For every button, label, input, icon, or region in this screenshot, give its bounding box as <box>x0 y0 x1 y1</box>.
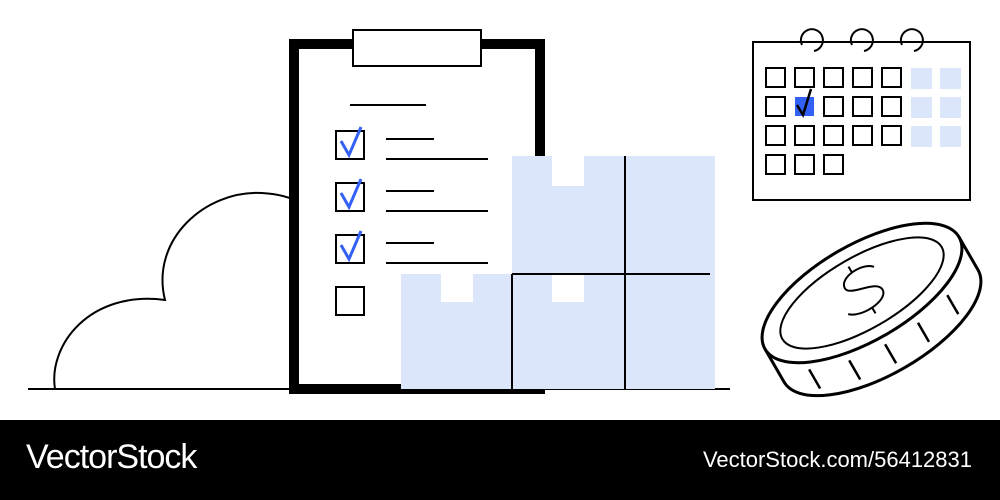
calendar-day-cell <box>940 126 961 147</box>
calendar-day-cell <box>765 96 786 117</box>
checklist-item-checked <box>335 126 488 160</box>
box-stack <box>401 156 715 389</box>
calendar-rings <box>799 28 924 52</box>
calendar-ring <box>849 28 874 52</box>
checkmark-icon <box>339 230 363 263</box>
calendar-day-cell <box>794 154 815 175</box>
cloud-icon <box>53 191 301 390</box>
calendar-day-cell <box>911 68 932 89</box>
stock-id-text: VectorStock.com/56412831 <box>702 447 972 472</box>
calendar-day-cell <box>765 125 786 146</box>
calendar-day-cell <box>823 67 844 88</box>
checklist-item-checked <box>335 178 488 212</box>
calendar-day-cell <box>823 154 844 175</box>
calendar-day-cell <box>852 96 873 117</box>
checkmark-icon <box>339 126 363 159</box>
calendar-day-cell <box>881 67 902 88</box>
checkbox-icon <box>335 286 365 316</box>
calendar-day-cell <box>852 125 873 146</box>
box-icon <box>512 156 715 274</box>
calendar-day-cell <box>794 67 815 88</box>
calendar-day-cell <box>911 97 932 118</box>
calendar-icon <box>752 28 971 201</box>
calendar-ring <box>899 28 924 52</box>
calendar-day-cell <box>765 67 786 88</box>
calendar-grid <box>765 67 961 175</box>
checkmark-icon <box>795 88 813 119</box>
calendar-day-cell <box>765 154 786 175</box>
checkbox-icon <box>335 182 365 212</box>
calendar-day-cell <box>940 97 961 118</box>
coin-icon <box>760 221 983 398</box>
checklist-item <box>335 286 365 316</box>
calendar-day-cell <box>823 96 844 117</box>
calendar-day-cell <box>794 125 815 146</box>
brand-logo-text: VectorStock <box>26 438 197 476</box>
checklist <box>335 126 488 316</box>
calendar-day-cell <box>881 125 902 146</box>
checklist-item-checked <box>335 230 488 264</box>
calendar-day-cell <box>881 96 902 117</box>
calendar-day-cell <box>823 125 844 146</box>
checkmark-icon <box>339 178 363 211</box>
calendar-day-cell <box>852 67 873 88</box>
calendar-day-cell <box>911 126 932 147</box>
footer-bar: VectorStock VectorStock.com/56412831 <box>0 420 1000 500</box>
illustration <box>28 28 983 398</box>
calendar-day-cell <box>940 68 961 89</box>
calendar-ring <box>799 28 824 52</box>
